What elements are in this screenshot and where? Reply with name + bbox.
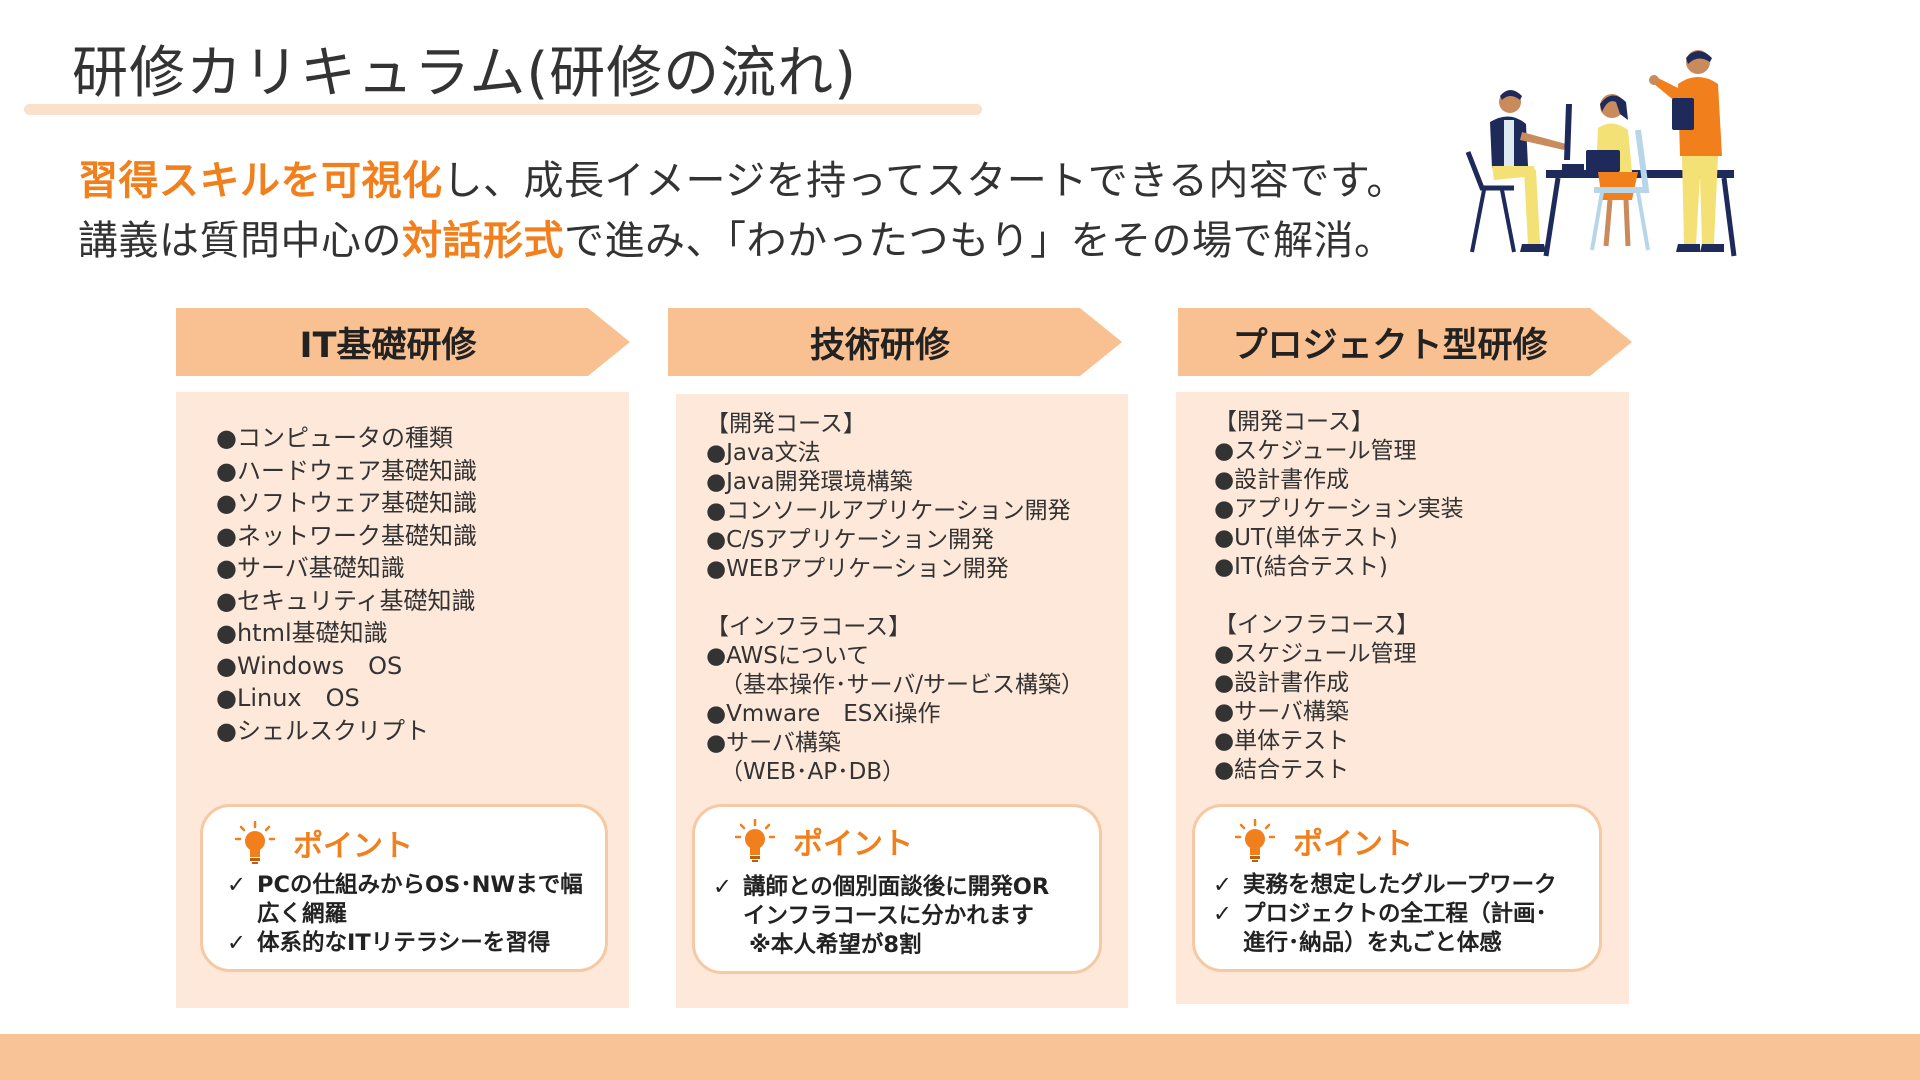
list-heading: 【開発コース】 xyxy=(1214,409,1374,435)
list-item-sub: （WEB･AP･DB） xyxy=(720,759,906,785)
point-item: ※本人希望が8割 xyxy=(749,932,922,958)
column-header-label: IT基礎研修 xyxy=(299,325,477,366)
list-item: ●ハードウェア基礎知識 xyxy=(216,456,477,485)
column-header-project: プロジェクト型研修 xyxy=(1178,308,1632,376)
list-item: ●Vmware ESXi操作 xyxy=(706,701,941,727)
title-underline xyxy=(24,104,982,115)
arrow-header-shape xyxy=(176,308,630,376)
point-item: 体系的なITリテラシーを習得 xyxy=(257,930,551,956)
list-heading: 【インフラコース】 xyxy=(706,614,912,640)
column-header-technical: 技術研修 xyxy=(668,308,1122,376)
curriculum-list: 【開発コース】 ●Java文法 ●Java開発環境構築 ●コンソールアプリケーシ… xyxy=(706,410,1084,787)
check-icon: ✓ xyxy=(227,930,246,956)
point-item: プロジェクトの全工程（計画･ xyxy=(1243,901,1547,927)
list-item: ●ソフトウェア基礎知識 xyxy=(216,489,477,517)
point-box: ポイント ✓ PCの仕組みからOS･NWまで幅 広く網羅 ✓ 体系的なITリテラシー… xyxy=(200,804,608,972)
list-item: ●結合テスト xyxy=(1214,757,1350,783)
curriculum-list: 【開発コース】 ●スケジュール管理 ●設計書作成 ●アプリケーション実装 ●UT… xyxy=(1214,408,1464,785)
point-item: 実務を想定したグループワーク xyxy=(1243,872,1557,898)
list-item: ●サーバ構築 xyxy=(706,730,841,756)
lightbulb-icon xyxy=(735,819,775,862)
column-panel-it-basics: ●コンピュータの種類 ●ハードウェア基礎知識 ●ソフトウェア基礎知識 ●ネットワ… xyxy=(176,392,629,1008)
list-spacer xyxy=(706,584,1084,613)
point-header: ポイント xyxy=(1235,819,1413,863)
point-box: ポイント ✓ 実務を想定したグループワーク ✓ プロジェクトの全工程（計画･ 進行･… xyxy=(1192,804,1602,972)
lead-line-1-rest: し、成長イメージを持ってスタートできる内容です。 xyxy=(442,158,1407,204)
list-item: ●IT(結合テスト) xyxy=(1214,554,1388,580)
list-item: ●UT(単体テスト) xyxy=(1214,525,1398,551)
list-item: ●html基礎知識 xyxy=(216,619,388,647)
column-header-label: 技術研修 xyxy=(809,325,950,366)
point-header: ポイント xyxy=(235,821,413,865)
lead-line-1: 習得スキルを可視化し、成長イメージを持ってスタートできる内容です。 xyxy=(78,148,1407,206)
lead-line-2-start: 講義は質問中心の xyxy=(78,218,402,264)
list-item: ●単体テスト xyxy=(1214,728,1350,754)
point-list: ✓ 実務を想定したグループワーク ✓ プロジェクトの全工程（計画･ 進行･納品）を丸… xyxy=(1213,871,1557,958)
lightbulb-icon xyxy=(1235,819,1275,862)
check-icon: ✓ xyxy=(713,874,732,900)
page-title: 研修カリキュラム(研修の流れ) xyxy=(72,41,858,106)
point-item: 広く網羅 xyxy=(257,901,348,927)
list-item: ●ネットワーク基礎知識 xyxy=(216,521,477,550)
lead-line-2: 講義は質問中心の対話形式で進み、「わかったつもり」をその場で解消。 xyxy=(78,208,1395,266)
lead-line-1-highlight: 習得スキルを可視化 xyxy=(78,158,443,204)
list-item-sub: （基本操作･サーバ/サービス構築） xyxy=(720,672,1085,698)
check-icon: ✓ xyxy=(1213,901,1232,927)
list-item: ●C/Sアプリケーション開発 xyxy=(706,527,995,553)
list-item: ●Java文法 xyxy=(706,440,821,466)
curriculum-list: ●コンピュータの種類 ●ハードウェア基礎知識 ●ソフトウェア基礎知識 ●ネットワ… xyxy=(216,422,477,747)
point-list: ✓ PCの仕組みからOS･NWまで幅 広く網羅 ✓ 体系的なITリテラシーを習得 xyxy=(227,871,583,958)
team-working-illustration xyxy=(1465,50,1737,257)
list-item: ●Windows OS xyxy=(216,651,403,680)
list-item: ●AWSについて xyxy=(706,643,870,669)
list-item: ●Java開発環境構築 xyxy=(706,469,913,495)
point-header: ポイント xyxy=(735,819,913,863)
list-heading: 【インフラコース】 xyxy=(1214,612,1420,638)
list-item: ●WEBアプリケーション開発 xyxy=(706,556,1009,582)
point-item: 進行･納品）を丸ごと体感 xyxy=(1243,930,1502,956)
lead-line-2-rest: で進み、「わかったつもり」をその場で解消。 xyxy=(564,218,1395,264)
footer-bar xyxy=(0,1034,1920,1080)
check-icon: ✓ xyxy=(227,872,246,898)
point-item: PCの仕組みからOS･NWまで幅 xyxy=(257,872,583,898)
list-item: ●セキュリティ基礎知識 xyxy=(216,586,476,615)
point-title: ポイント xyxy=(293,829,413,864)
list-item: ●サーバ基礎知識 xyxy=(216,554,405,582)
list-item: ●コンソールアプリケーション開発 xyxy=(706,498,1071,524)
point-box: ポイント ✓ 講師との個別面談後に開発OR インフラコースに分かれます ※本人希望… xyxy=(692,804,1102,974)
list-item: ●アプリケーション実装 xyxy=(1214,496,1464,522)
point-item: インフラコースに分かれます xyxy=(743,903,1034,929)
column-panel-project: 【開発コース】 ●スケジュール管理 ●設計書作成 ●アプリケーション実装 ●UT… xyxy=(1176,392,1629,1004)
point-item: 講師との個別面談後に開発OR xyxy=(743,874,1050,900)
lead-line-2-highlight: 対話形式 xyxy=(402,218,564,264)
point-title: ポイント xyxy=(793,827,913,862)
list-item: ●設計書作成 xyxy=(1214,670,1350,696)
arrow-header-shape xyxy=(668,308,1122,376)
column-header-label: プロジェクト型研修 xyxy=(1232,325,1548,366)
list-heading: 【開発コース】 xyxy=(706,411,866,437)
column-header-it-basics: IT基礎研修 xyxy=(176,308,630,376)
column-panel-technical: 【開発コース】 ●Java文法 ●Java開発環境構築 ●コンソールアプリケーシ… xyxy=(676,394,1128,1008)
list-item: ●設計書作成 xyxy=(1214,467,1350,493)
list-item: ●Linux OS xyxy=(216,684,360,712)
list-item: ●サーバ構築 xyxy=(1214,699,1349,725)
list-item: ●シェルスクリプト xyxy=(216,716,429,745)
list-item: ●スケジュール管理 xyxy=(1214,438,1417,464)
check-icon: ✓ xyxy=(1213,872,1232,898)
lightbulb-icon xyxy=(235,821,275,864)
point-title: ポイント xyxy=(1293,827,1413,862)
list-item: ●コンピュータの種類 xyxy=(216,424,453,452)
list-item: ●スケジュール管理 xyxy=(1214,641,1417,667)
point-list: ✓ 講師との個別面談後に開発OR インフラコースに分かれます ※本人希望が8割 xyxy=(713,873,1049,960)
list-spacer xyxy=(1214,582,1464,611)
arrow-header-shape xyxy=(1178,308,1632,376)
